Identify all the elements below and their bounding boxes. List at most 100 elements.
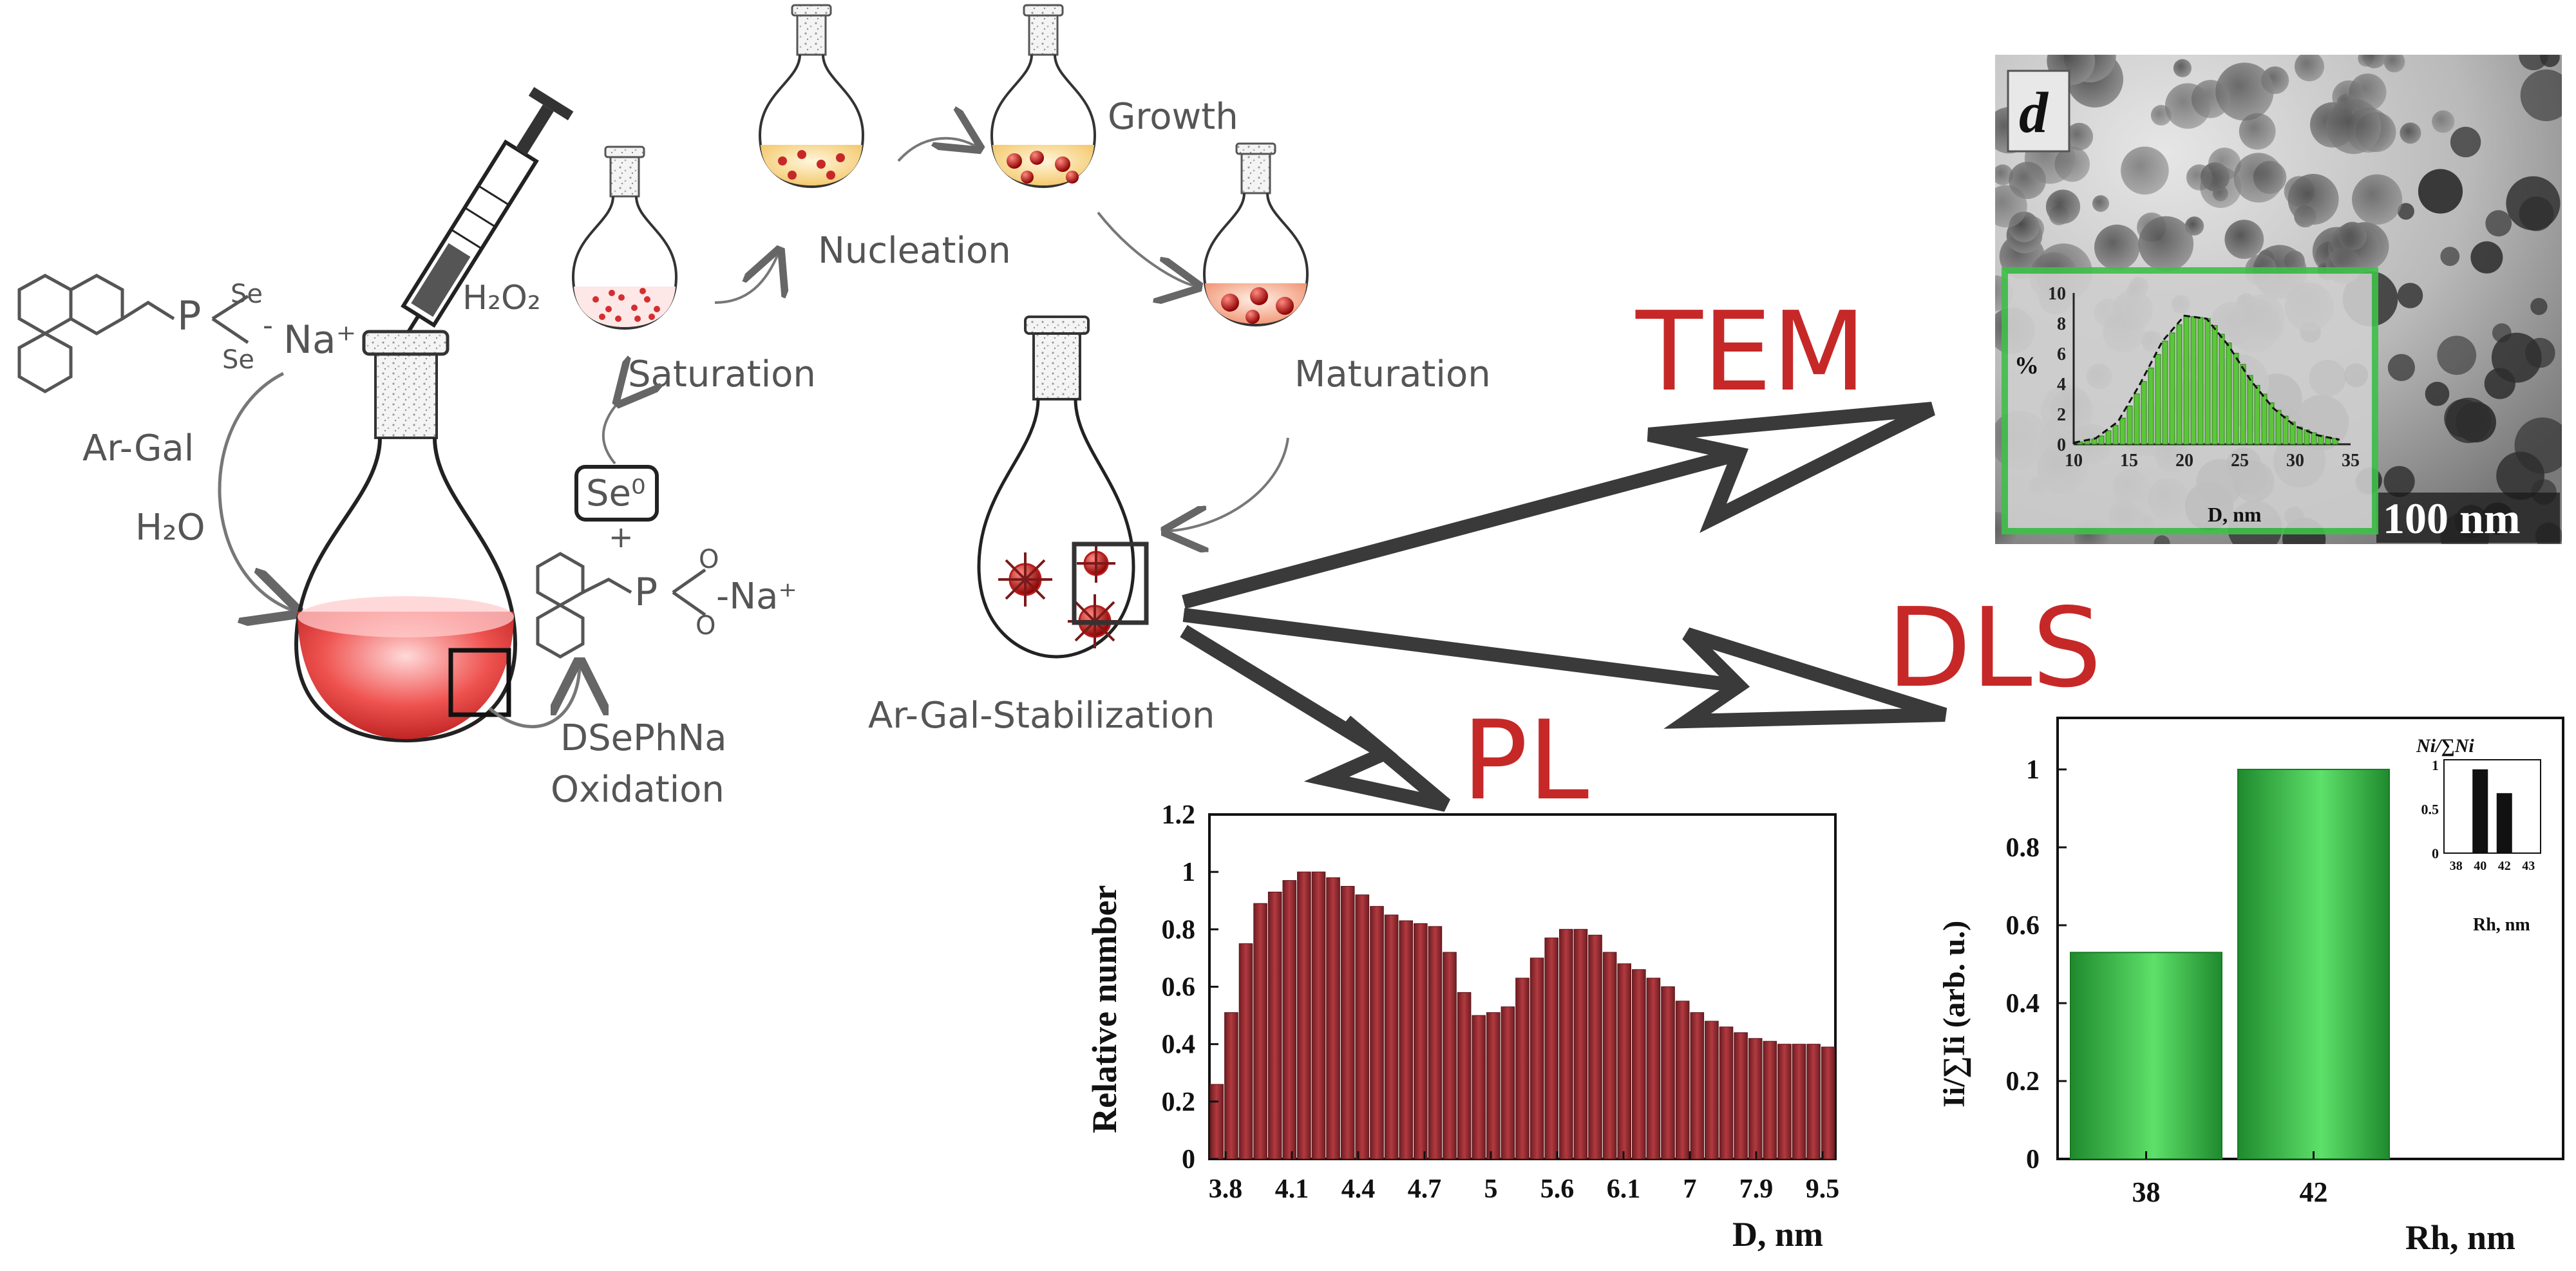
pl-ytick-label: 0.6 (1162, 973, 1196, 1003)
tem-inset-bar (2112, 425, 2119, 445)
tem-inset-bar (2077, 441, 2083, 445)
pl-bar (1763, 1040, 1777, 1160)
product-o-upper: O (699, 545, 719, 574)
pl-bar (1675, 1001, 1690, 1160)
tem-inset-bar (2176, 324, 2183, 445)
pl-bar (1632, 969, 1646, 1160)
pl-bar (1821, 1046, 1835, 1160)
pl-ytick-label: 0 (1182, 1145, 1195, 1174)
dls-ytick-label: 0.6 (2006, 911, 2040, 941)
tem-inset-bar (2211, 325, 2218, 445)
tem-particle (2065, 122, 2094, 151)
dls-ytick-label: 1 (2026, 755, 2040, 785)
tem-particle (2425, 381, 2450, 406)
oxidation-label-2: Oxidation (551, 769, 724, 811)
product-p: P (634, 570, 658, 615)
method-dls: DLS (1887, 585, 2102, 712)
tem-inset-bar (2126, 405, 2133, 445)
flask-maturation (1202, 142, 1309, 327)
pl-bar (1472, 1015, 1486, 1160)
dls-inset-ytick: 1 (2432, 757, 2439, 773)
flask-saturation (571, 146, 678, 330)
tem-inset-xtick: 35 (2342, 451, 2360, 471)
pl-xtick-label: 6.1 (1607, 1174, 1641, 1204)
solvent-h2o: H₂O (135, 507, 205, 549)
dls-ytick-label: 0.2 (2006, 1067, 2040, 1097)
pl-xtick-label: 4.4 (1341, 1174, 1376, 1204)
stage-growth: Growth (1108, 96, 1238, 138)
tem-particle (2328, 222, 2381, 275)
tem-inset-bar (2254, 384, 2260, 445)
tem-inset-bar (2148, 368, 2154, 445)
tem-particle (2164, 83, 2211, 129)
pl-bar (1719, 1026, 1734, 1160)
tem-inset-bar (2268, 402, 2275, 445)
pl-bar (1515, 977, 1530, 1160)
pl-bar (1340, 886, 1355, 1160)
dls-ytick-label: 0.8 (2006, 833, 2040, 863)
tem-particle (2383, 55, 2405, 73)
syringe-icon (393, 87, 574, 355)
se0-label: Se⁰ (586, 473, 645, 514)
tem-particle (2418, 169, 2463, 214)
pl-bar (1443, 952, 1457, 1160)
pl-bar (1806, 1044, 1821, 1160)
tem-particle (2397, 283, 2423, 308)
pl-bar (1748, 1038, 1763, 1160)
flask-growth (990, 4, 1097, 189)
tem-inset-xtick: 25 (2231, 451, 2249, 471)
product-o-lower: O (696, 611, 715, 641)
product-molecule (536, 552, 706, 659)
tem-scale-bar: 100 nm (2383, 494, 2520, 543)
reagent-p: P (177, 292, 201, 339)
pl-xtick-label: 9.5 (1806, 1174, 1840, 1204)
tem-particle (2530, 297, 2548, 315)
solvent-ar-gal: Ar-Gal (82, 428, 194, 469)
pl-ytick-label: 1.2 (1162, 800, 1196, 830)
tem-inset-bar (2169, 332, 2175, 445)
tem-particle (2470, 241, 2503, 274)
tem-particle (2233, 153, 2284, 203)
tem-particle (2540, 55, 2560, 68)
tem-particle (2432, 110, 2455, 133)
tem-inset-bar (2261, 393, 2268, 445)
pl-bar (1705, 1021, 1719, 1160)
pl-bar (1501, 1006, 1515, 1160)
tem-inset-xtick: 20 (2175, 451, 2193, 471)
method-pl: PL (1462, 697, 1589, 825)
reagent-molecule (17, 274, 249, 393)
pl-bar (1224, 1012, 1238, 1160)
dls-bar (2237, 769, 2390, 1160)
tem-inset-bar (2275, 410, 2282, 445)
pl-bar (1399, 920, 1413, 1160)
dls-inset-frame (2443, 759, 2541, 854)
tem-inset-xtick: 30 (2286, 451, 2304, 471)
tem-inset-bar (2240, 364, 2246, 445)
tem-inset-bar (2190, 316, 2197, 445)
tem-particle (2287, 174, 2339, 225)
dls-inset-ytick: 0.5 (2421, 802, 2439, 818)
tem-inset-bar (2162, 341, 2168, 445)
dls-inset-ylabel: Ni/∑Ni (2416, 735, 2474, 757)
tem-particle (2154, 535, 2170, 544)
pl-xtick-label: 7 (1683, 1174, 1697, 1204)
tem-inset-bar (2134, 393, 2140, 445)
pl-bar (1355, 894, 1370, 1160)
tem-particle (2520, 69, 2562, 122)
tem-particle (2121, 146, 2169, 195)
pl-bar (1326, 877, 1340, 1160)
dls-xtick-label: 38 (2132, 1176, 2161, 1208)
product-tail: -Na⁺ (716, 576, 797, 617)
pl-ytick-label: 1 (1182, 858, 1195, 887)
pl-bar (1573, 928, 1588, 1160)
pl-xtick-label: 3.8 (1209, 1174, 1243, 1204)
dls-inset-xtick: 40 (2474, 859, 2486, 873)
pl-bar (1544, 937, 1558, 1160)
dls-ylabel: Ii/∑Ii (arb. u.) (1937, 921, 1971, 1107)
reagent-se-lower: Se (222, 345, 254, 375)
pl-bar (1588, 934, 1602, 1160)
stage-maturation: Maturation (1294, 353, 1491, 395)
